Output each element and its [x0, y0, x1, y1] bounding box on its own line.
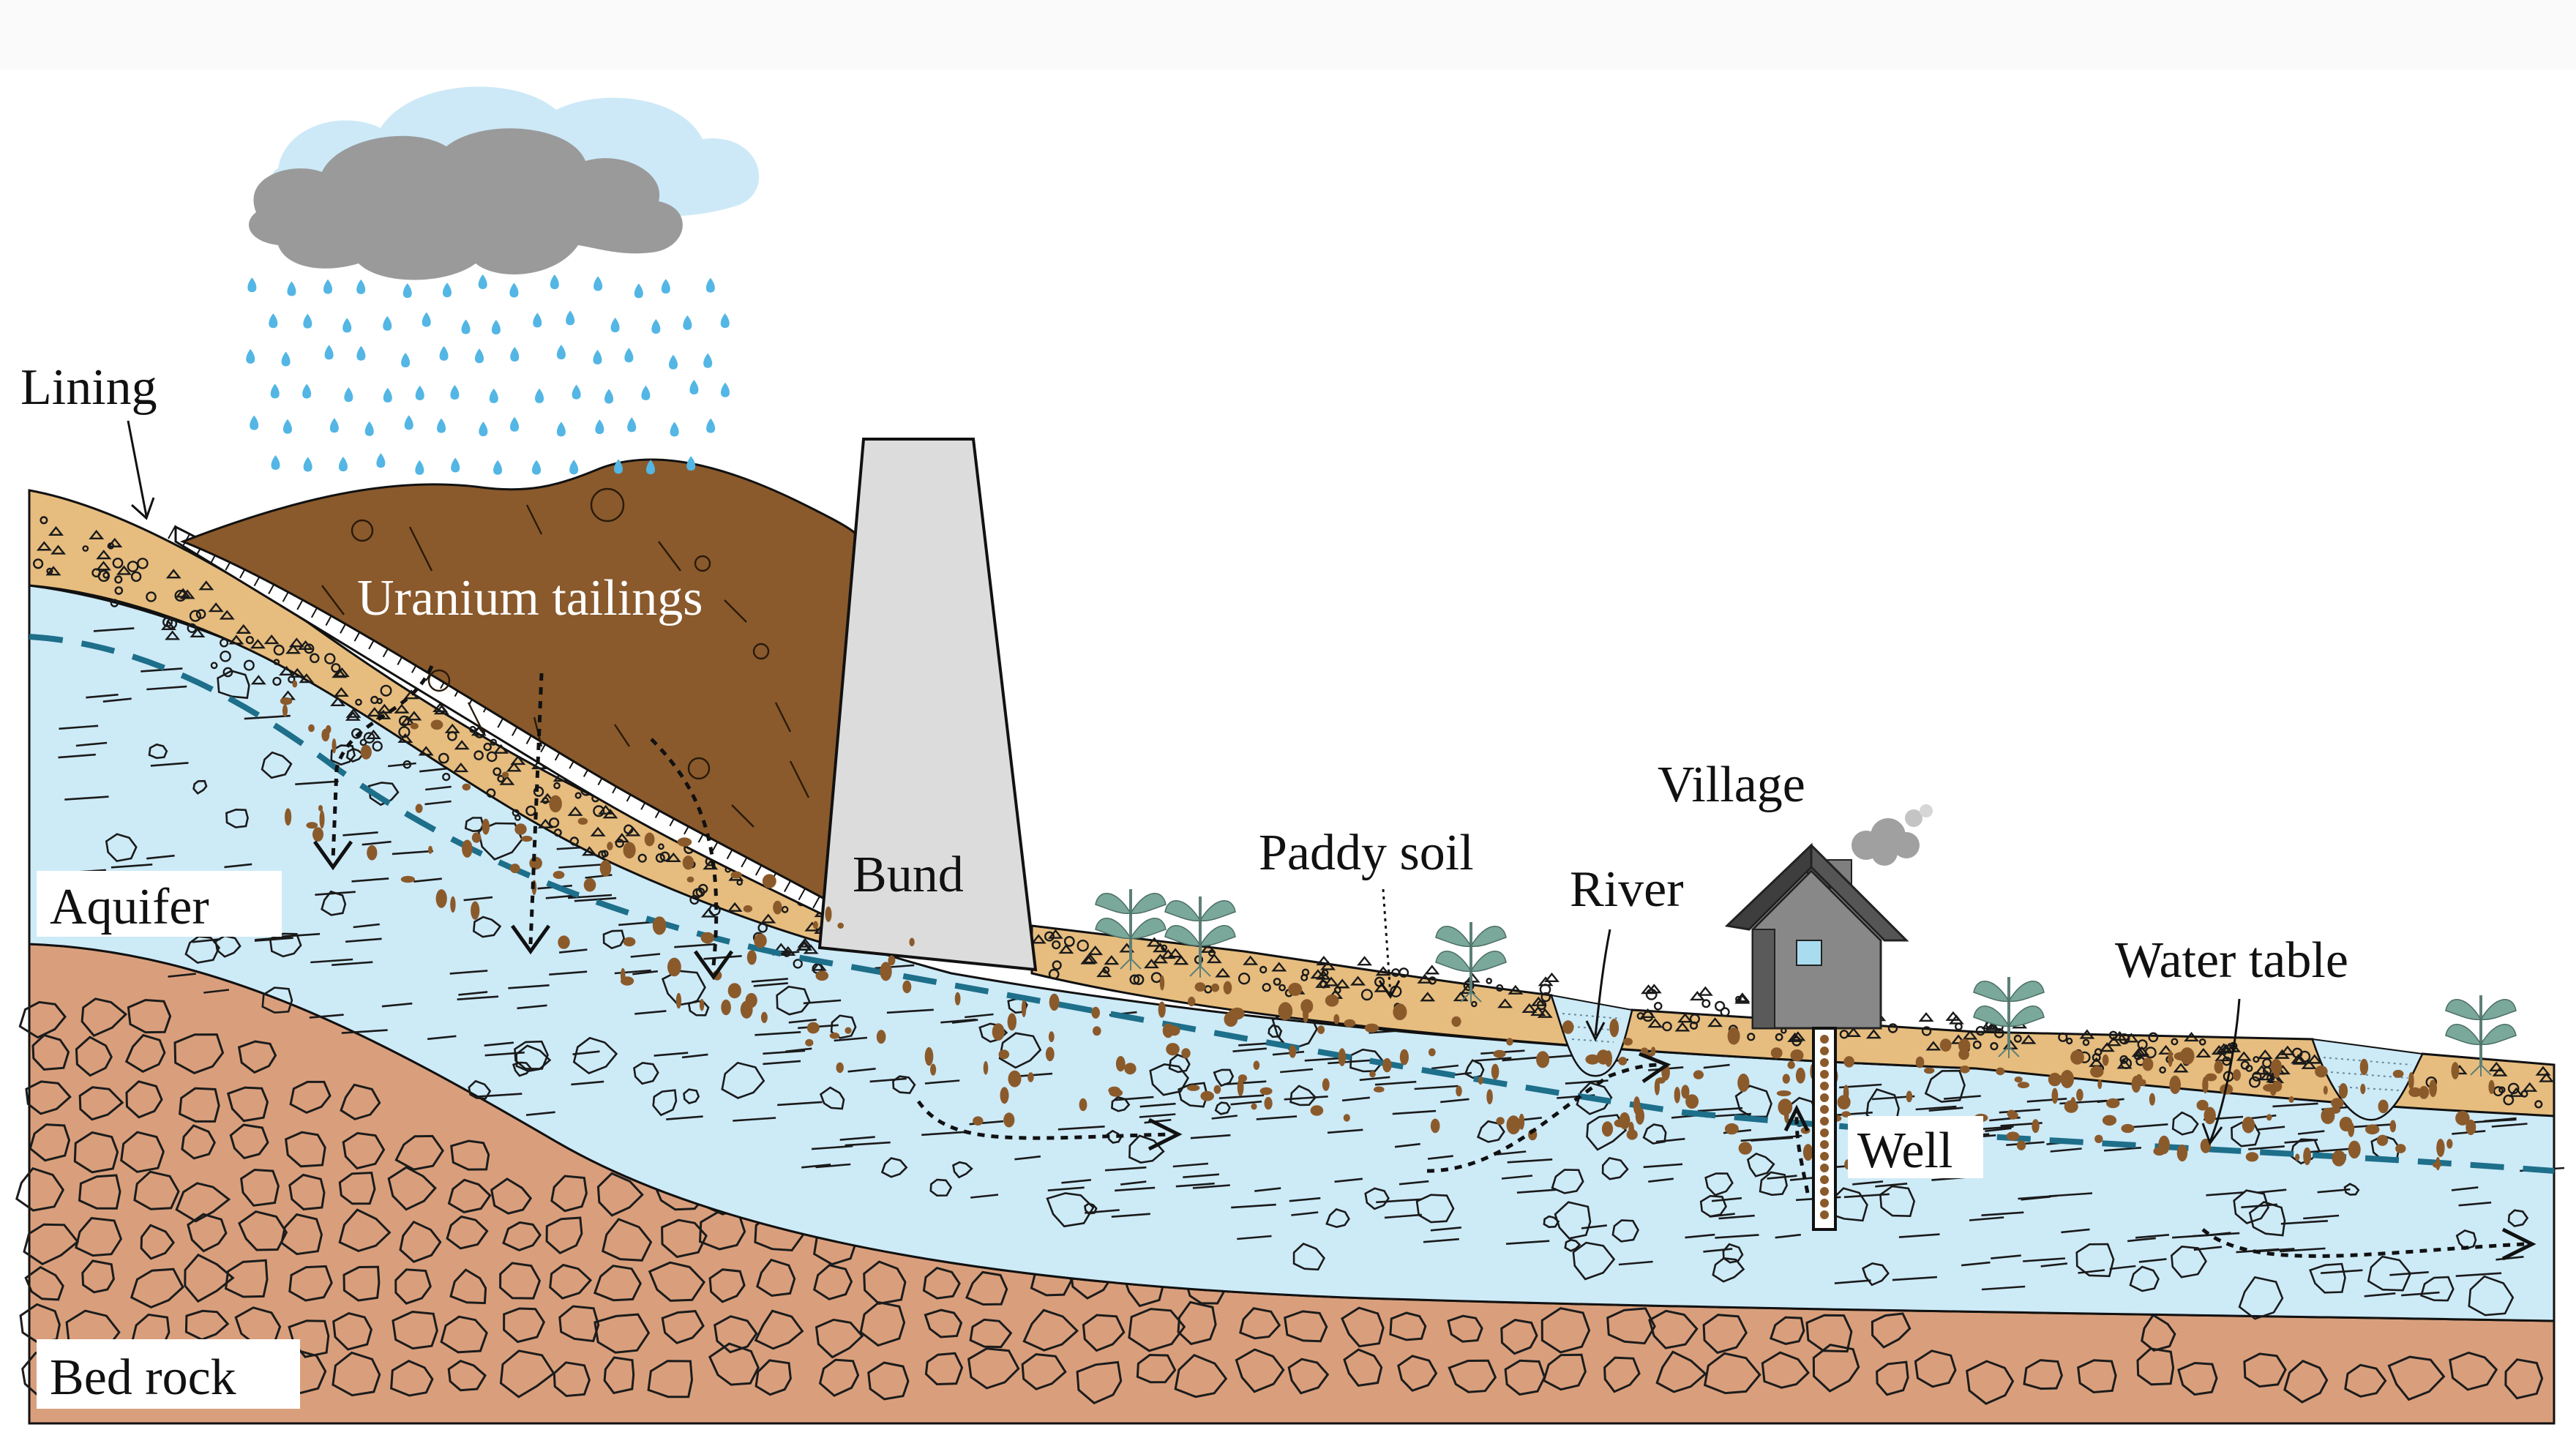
top-band: [0, 0, 2576, 70]
aquifer-label-bg: [37, 871, 282, 937]
lining-label: Lining: [20, 359, 157, 416]
plant-icon: [1435, 922, 1507, 1003]
house-icon: [1724, 842, 1909, 1030]
bund-wall: [817, 438, 1038, 972]
rain-drops: [246, 274, 730, 475]
labels: Lining Uranium tailings Aquifer Bund Pad…: [20, 359, 2348, 1409]
plant-icon: [1095, 889, 2517, 1077]
seepage-arrows: [312, 665, 2536, 1261]
plant-icon: [1095, 889, 1167, 970]
tailings-pile: [179, 458, 858, 902]
bed-rock-label: Bed rock: [50, 1349, 236, 1406]
river-ripples: [1562, 1013, 2412, 1091]
plant-icon: [2445, 995, 2517, 1077]
tailings-texture: [321, 487, 810, 828]
water-table-line: [29, 634, 2555, 1174]
river-label: River: [1570, 861, 1684, 918]
label-leaders: [127, 420, 2241, 1146]
well-label-bg: [1848, 1116, 1983, 1178]
bund-label: Bund: [853, 847, 964, 903]
village-label: Village: [1658, 757, 1805, 813]
water-table-label: Water table: [2115, 932, 2348, 989]
plant-icon: [1164, 896, 1236, 978]
plant-icon: [1973, 977, 2045, 1058]
uranium-tailings-label: Uranium tailings: [357, 570, 703, 626]
rain-cloud-icon: [249, 86, 760, 280]
well-label: Well: [1857, 1123, 1952, 1179]
paddy-soil-label: Paddy soil: [1259, 825, 1474, 881]
bed-rock-label-bg: [37, 1339, 300, 1409]
well-icon: [1812, 1027, 1837, 1231]
smoke-icon: [1852, 804, 1933, 866]
contaminant-particles: [280, 680, 2495, 1171]
aquifer-label: Aquifer: [50, 879, 209, 935]
